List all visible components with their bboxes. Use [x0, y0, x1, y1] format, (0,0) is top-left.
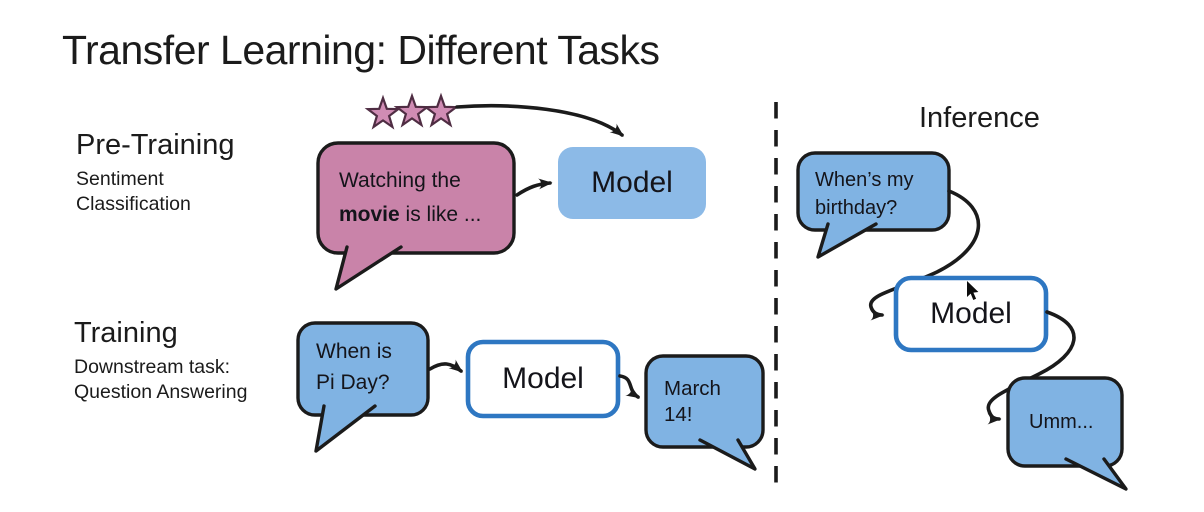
inference-question-text: When’s my birthday?	[815, 167, 914, 222]
training-question-line1: When is	[316, 340, 392, 363]
model-box-inference	[893, 275, 1049, 353]
inference-heading: Inference	[919, 102, 1040, 134]
training-question-text: When is Pi Day?	[316, 336, 392, 398]
answer-speech-bubble-tail-inference	[1064, 457, 1128, 491]
arrow-question-to-model-training	[428, 359, 463, 373]
training-heading: Training	[74, 317, 178, 349]
model-label-training: Model	[502, 362, 584, 395]
sentiment-speech-bubble	[316, 141, 516, 255]
arrow-model-to-answer-training	[618, 374, 641, 399]
sentiment-bubble-bold-word: movie	[339, 203, 400, 226]
answer-speech-bubble-inference	[1006, 376, 1124, 468]
arrow-stars-to-model	[455, 103, 624, 137]
training-answer-text: March 14!	[664, 376, 721, 428]
training-answer-line1: March	[664, 377, 721, 400]
training-group	[296, 321, 765, 471]
model-box-pretrain	[558, 147, 706, 219]
cursor-arrow-icon	[967, 281, 979, 300]
answer-speech-bubble-tail-training	[698, 438, 757, 471]
question-speech-bubble-tail-training	[314, 404, 377, 453]
pretraining-subtitle-line2: Classification	[76, 192, 191, 215]
inference-group	[796, 151, 1128, 491]
sentiment-bubble-line1: Watching the	[339, 169, 461, 192]
training-subtitle-line1: Downstream task:	[74, 356, 231, 378]
slide-title: Transfer Learning: Different Tasks	[62, 27, 660, 73]
sentiment-speech-bubble-tail	[334, 245, 403, 291]
sentiment-bubble-line2: movie is like ...	[339, 198, 481, 232]
inference-question-line1: When’s my	[815, 169, 914, 191]
training-question-line2: Pi Day?	[316, 371, 390, 394]
inference-answer-text: Umm...	[1029, 411, 1094, 433]
sentiment-bubble-text: Watching the movie is like ...	[339, 164, 481, 232]
star-icon	[422, 92, 460, 128]
sentiment-bubble-line2-rest: is like ...	[399, 203, 482, 226]
pretraining-group	[316, 92, 706, 291]
pretraining-heading: Pre-Training	[76, 129, 235, 161]
star-icon	[393, 92, 431, 128]
training-subtitle-line2: Question Answering	[74, 380, 248, 403]
pretraining-subtitle-line1: Sentiment	[76, 168, 164, 190]
model-label-inference: Model	[930, 297, 1012, 330]
star-icon	[364, 94, 402, 130]
model-label-pretrain: Model	[591, 166, 673, 199]
inference-question-line2: birthday?	[815, 196, 898, 219]
pretraining-subtitle: Sentiment Classification	[76, 167, 191, 216]
training-subtitle: Downstream task: Question Answering	[74, 355, 247, 404]
model-box-training	[465, 339, 621, 419]
question-speech-bubble-tail-inference	[816, 222, 878, 259]
arrow-bubble-to-model-pretrain	[515, 178, 553, 197]
answer-speech-bubble-training	[644, 354, 765, 449]
training-answer-line2: 14!	[664, 403, 693, 426]
